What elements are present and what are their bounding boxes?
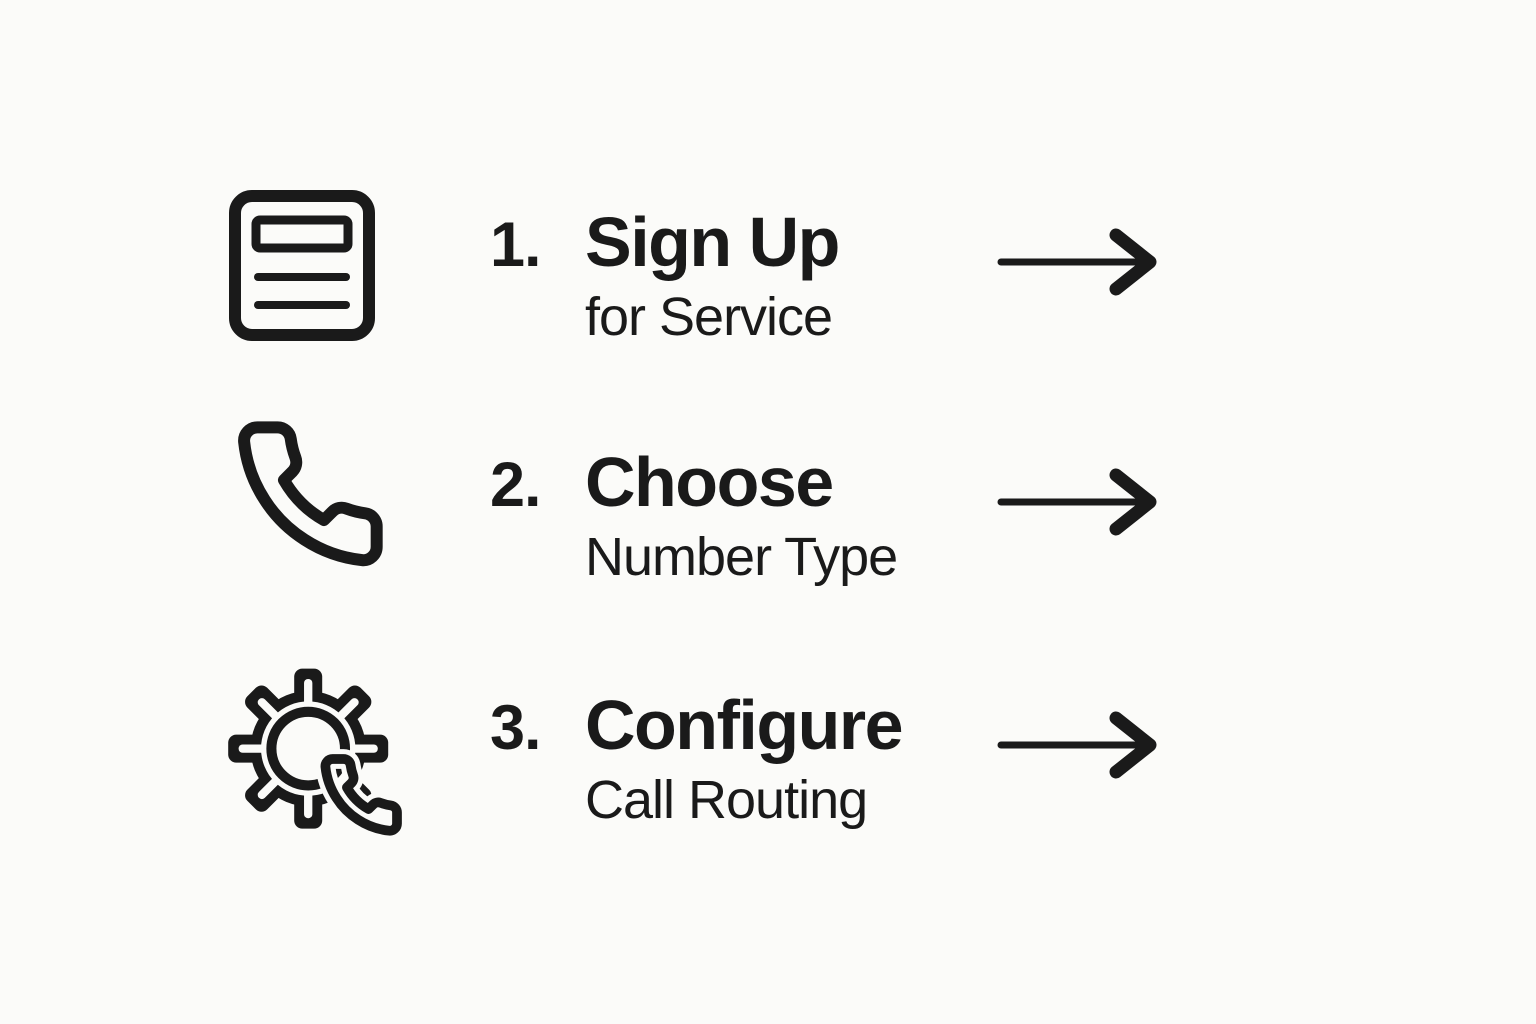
right-arrow-icon (993, 705, 1158, 785)
right-arrow-icon (993, 222, 1158, 302)
gear-phone-icon (225, 665, 417, 845)
step-row-1: 1. Sign Up for Service (0, 155, 1536, 375)
step-number: 2. (490, 450, 542, 520)
step-row-3: 3. Configure Call Routing (0, 638, 1536, 858)
step-text: 1. Sign Up for Service (490, 203, 840, 347)
step-title: Configure (585, 686, 904, 764)
step-title: Choose (585, 443, 834, 521)
step-subtitle: Number Type (585, 527, 898, 587)
phone-icon (230, 414, 390, 574)
step-number: 3. (490, 693, 542, 763)
step-row-2: 2. Choose Number Type (0, 395, 1536, 615)
step-subtitle: Call Routing (585, 770, 868, 830)
document-form-icon (228, 189, 376, 342)
step-text: 2. Choose Number Type (490, 443, 898, 587)
right-arrow-icon (993, 462, 1158, 542)
step-text: 3. Configure Call Routing (490, 686, 904, 830)
step-subtitle: for Service (585, 287, 833, 347)
step-number: 1. (490, 210, 542, 280)
step-title: Sign Up (585, 203, 840, 281)
